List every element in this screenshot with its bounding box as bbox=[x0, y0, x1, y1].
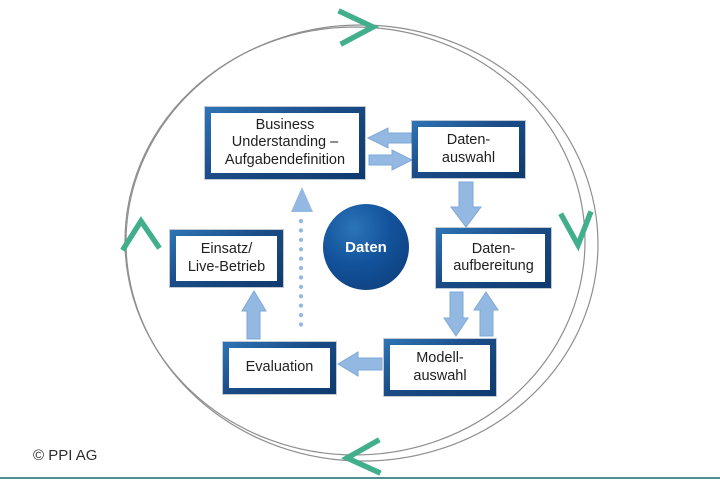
box-datenaufbereitung: Daten- aufbereitung bbox=[436, 228, 551, 288]
box-modellauswahl-label: Modell- auswahl bbox=[390, 345, 490, 390]
arrow-datenauswahl-to-datenaufbereitung bbox=[450, 181, 482, 228]
box-modellauswahl: Modell- auswahl bbox=[384, 339, 496, 396]
box-datenauswahl-label: Daten- auswahl bbox=[418, 127, 519, 172]
chevron-up-icon bbox=[120, 216, 162, 252]
footer-accent-line bbox=[0, 477, 720, 479]
box-business-understanding-label: Business Understanding – Aufgabendefinit… bbox=[211, 113, 359, 173]
arrow-datenauswahl-to-business bbox=[366, 127, 413, 149]
arrow-business-to-datenauswahl bbox=[368, 149, 414, 171]
box-datenauswahl: Daten- auswahl bbox=[412, 121, 525, 178]
arrow-modellauswahl-to-evaluation bbox=[337, 351, 383, 377]
daten-center-label: Daten bbox=[345, 238, 387, 256]
box-datenaufbereitung-label: Daten- aufbereitung bbox=[442, 234, 545, 282]
daten-center-circle: Daten bbox=[323, 204, 409, 290]
box-business-understanding: Business Understanding – Aufgabendefinit… bbox=[205, 107, 365, 179]
box-einsatz-live-betrieb-label: Einsatz/ Live-Betrieb bbox=[176, 236, 277, 281]
chevron-down-icon bbox=[558, 210, 594, 252]
box-einsatz-live-betrieb: Einsatz/ Live-Betrieb bbox=[170, 230, 283, 287]
dotted-arrow-evaluation-to-business bbox=[291, 187, 313, 336]
chevron-left-icon bbox=[341, 437, 382, 476]
arrow-datenaufbereitung-to-modellauswahl bbox=[443, 291, 469, 337]
arrow-evaluation-to-einsatz bbox=[241, 290, 267, 340]
box-evaluation: Evaluation bbox=[223, 342, 336, 394]
box-evaluation-label: Evaluation bbox=[229, 348, 330, 388]
copyright-text: © PPI AG bbox=[33, 447, 98, 464]
chevron-right-icon bbox=[337, 8, 380, 47]
arrow-modellauswahl-to-datenaufbereitung bbox=[473, 291, 499, 337]
